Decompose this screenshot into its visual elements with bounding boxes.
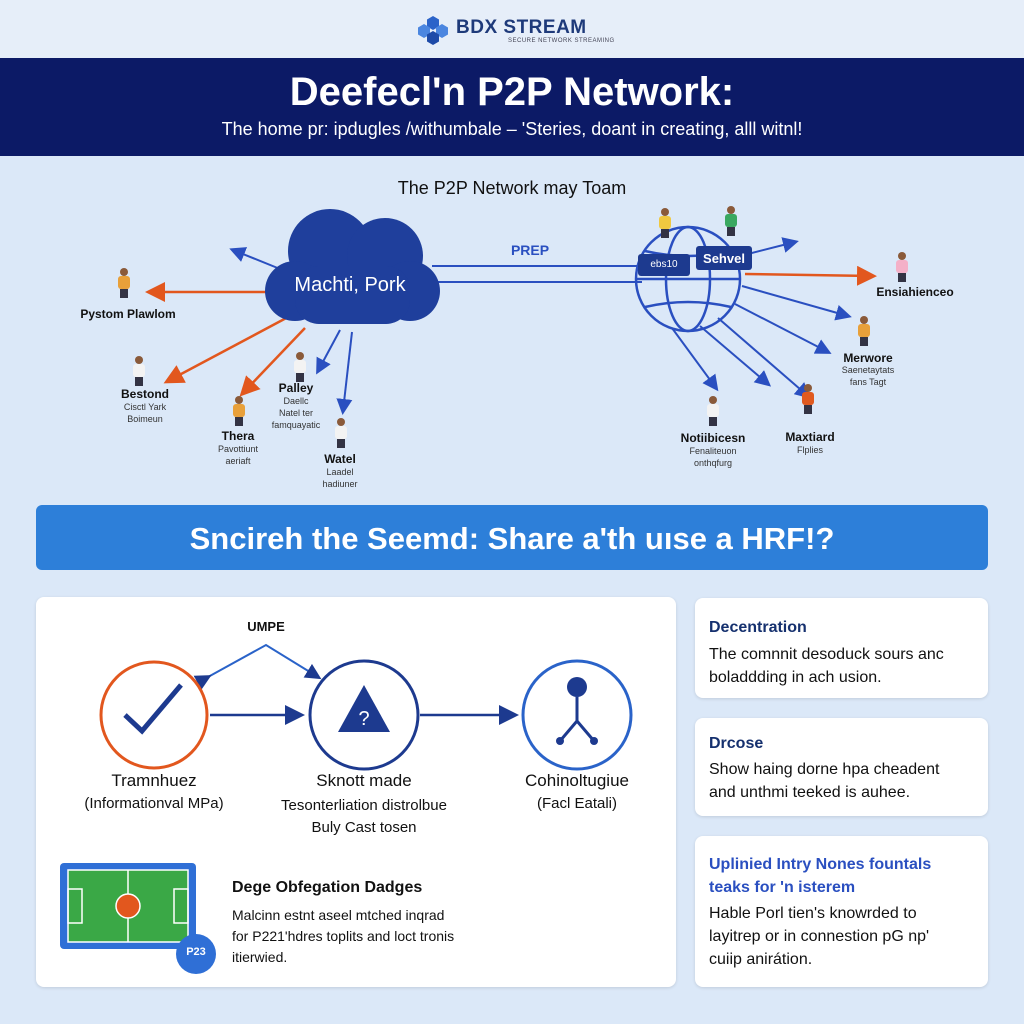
hub-tag-1: ebs10 (650, 259, 678, 270)
node-name: Watel (324, 452, 356, 466)
flow-graphic: ? (60, 643, 633, 974)
card-body: Hable Porl tien's knowrded to layitrep o… (709, 905, 930, 968)
checkmark-circle-icon (99, 660, 209, 770)
brand-tagline: SECURE NETWORK STREAMING (508, 38, 615, 44)
arrow-down-1 (699, 325, 772, 387)
person-icon (724, 206, 738, 236)
node-detail: Cisctl Yark Boimeun (123, 402, 167, 424)
person-icon (117, 268, 131, 298)
warning-circle-icon: ? (308, 659, 420, 771)
cloud-label: Machti, Pork (294, 274, 406, 296)
node-detail: Pavottiunt aeriaft (217, 444, 259, 466)
person-icon (132, 356, 146, 386)
page-subtitle: The home pr: ipdugles /withumbale – 'Ste… (221, 119, 803, 139)
network-diagram: The P2P Network may Toam Machti, Pork PR… (0, 156, 1024, 500)
info-card: Uplinied Intry Nones fountals teaks for … (695, 836, 988, 987)
card-title: Drcose (709, 735, 764, 752)
person-icon (857, 316, 871, 346)
flow-step-detail: (Facl Eatali) (536, 795, 618, 812)
flow-step-title: Tramnhuez (111, 771, 197, 790)
card-title: Decentration (709, 619, 807, 636)
network-connections (145, 209, 877, 415)
hexagon-logo-icon (418, 16, 448, 45)
node-name: Pystom Plawlom (80, 307, 176, 321)
node-detail: Laadel hadiuner (322, 467, 358, 489)
banner-text: Sncireh the Seemd: Share a'th uıse a HRF… (189, 521, 835, 556)
arrow-to-bestond (163, 314, 291, 384)
node-name: Maxtiard (785, 430, 835, 444)
card-body: The comnnit desoduck sours anc boladddin… (709, 646, 944, 686)
info-card: Decentration The comnnit desoduck sours … (695, 598, 988, 698)
link-label: PREP (510, 242, 550, 258)
badge-tag: P23 (186, 946, 206, 958)
node-name: Merwore (843, 351, 893, 365)
header-band: Deefecl'n P2P Network: The home pr: ipdu… (0, 58, 1024, 156)
flow-step-title: Cohinoltugiue (525, 771, 629, 790)
person-icon (334, 418, 348, 448)
person-icon (895, 252, 909, 282)
brand-bar: BDX STREAM SECURE NETWORK STREAMING (0, 0, 1024, 58)
hub-tag-2: Sehvel (703, 251, 745, 266)
node-tree-circle-icon (521, 659, 633, 771)
flow-step-detail: Tesonterliation distrolbue Buly Cast tos… (281, 797, 447, 836)
node-detail: Flplies (796, 445, 823, 455)
flow-step-title: Sknott made (316, 771, 412, 790)
arrow-right-1 (741, 285, 852, 321)
person-icon (801, 384, 815, 414)
node-name: Ensiahienceo (876, 285, 954, 299)
cta-banner[interactable]: Sncireh the Seemd: Share a'th uıse a HRF… (36, 505, 988, 570)
info-card: Drcose Show haing dorne hpa cheadent and… (695, 718, 988, 816)
node-detail: Fenaliteuon onthqfurg (689, 446, 737, 468)
svg-text:?: ? (358, 708, 369, 730)
network-title: The P2P Network may Toam (397, 178, 627, 198)
flow-top-label: UMPE (247, 619, 285, 634)
arrow-to-thera (239, 327, 306, 397)
flow-top-arrow (193, 643, 322, 690)
card-body: Show haing dorne hpa cheadent and unthmi… (709, 761, 940, 801)
flow-step-detail: (Informationval MPa) (84, 795, 224, 812)
person-icon (658, 208, 672, 238)
card-title: Uplinied Intry Nones fountals teaks for … (709, 856, 932, 896)
arrow-to-watel (336, 331, 353, 415)
node-name: Palley (278, 381, 314, 395)
arrow-to-notiibicesn (671, 327, 719, 392)
person-icon (293, 352, 307, 382)
node-detail: Daellc Natel ter famquayatic (271, 396, 321, 430)
arrow-to-ensiahienceo (744, 265, 877, 286)
arrow-to-maxtiard (717, 317, 812, 399)
node-name: Notiibicesn (680, 431, 746, 445)
page-title: Deefecl'n P2P Network: (289, 70, 735, 114)
arrow-to-palley (316, 329, 341, 375)
person-icon (232, 396, 246, 426)
arrow-to-merwore (734, 303, 832, 354)
hub-tag-box-2 (696, 246, 752, 270)
node-name: Thera (221, 429, 255, 443)
flow-panel: ? UMPE Tramnhuez (Informationval MPa) Sk… (36, 597, 676, 987)
badge-title: Dege Obfegation Dadges (232, 879, 423, 896)
person-icon (706, 396, 720, 426)
node-name: Bestond (121, 387, 169, 401)
brand-name: BDX STREAM (456, 17, 587, 38)
pitch-badge-icon (60, 863, 216, 974)
globe-hub-icon (634, 225, 742, 333)
node-detail: Saenetaytats fans Tagt (841, 365, 895, 387)
cloud-icon (265, 209, 440, 324)
hub-tag-box-1 (638, 254, 690, 276)
arrow-up-left (229, 247, 286, 272)
badge-body: Malcinn estnt aseel mtched inqrad for P2… (232, 907, 455, 965)
